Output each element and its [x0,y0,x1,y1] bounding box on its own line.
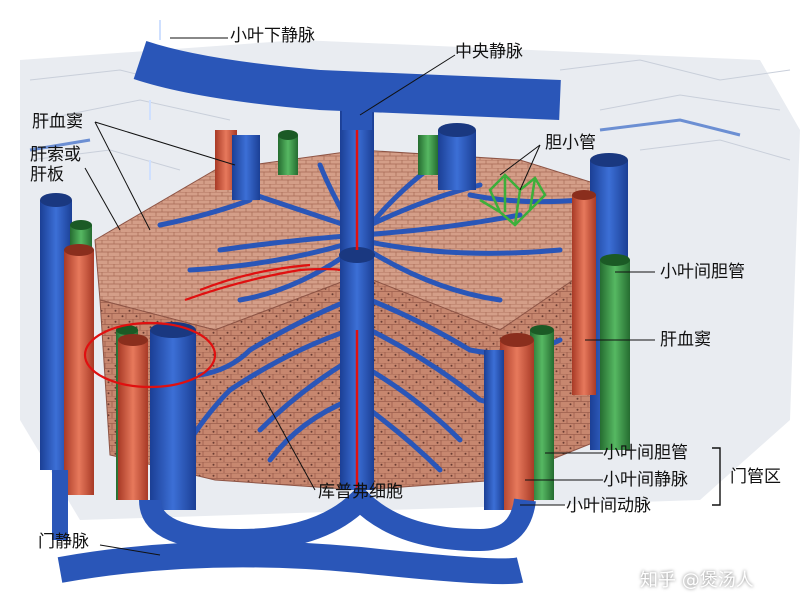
label-hepatic-cord: 肝索或 肝板 [30,145,81,185]
label-sinusoid-top: 肝血窦 [32,112,83,132]
label-interlobular-artery: 小叶间动脉 [566,496,651,516]
label-sublobular-vein: 小叶下静脉 [230,26,315,46]
watermark: 知乎 @煲汤人 [640,570,754,591]
label-central-vein: 中央静脉 [455,42,523,62]
portal-triad-top-left [215,130,298,200]
portal-triad-left-back [40,193,94,495]
portal-triad-right-front [484,325,554,510]
label-bile-canaliculus: 胆小管 [545,133,596,153]
leader-lines [84,37,655,556]
red-annotation-marks [83,263,341,389]
label-kupffer-cell: 库普弗细胞 [318,482,403,502]
portal-triad-top-right [418,123,476,190]
central-vein [339,110,375,490]
label-sinusoid-right: 肝血窦 [660,330,711,350]
portal-area-bracket [712,447,721,506]
label-hepatic-cord-line1: 肝索或 [30,145,81,165]
sublobular-vein [118,10,561,210]
label-portal-vein: 门静脉 [38,532,89,552]
label-interlobular-bile-duct-right: 小叶间胆管 [660,262,745,282]
label-hepatic-cord-line2: 肝板 [30,165,64,185]
portal-vein [52,470,536,585]
portal-triad-left-front [116,322,196,510]
bile-canaliculi [479,173,547,227]
label-portal-area: 门管区 [730,467,781,487]
label-interlobular-vein: 小叶间静脉 [603,470,688,490]
label-interlobular-bile-duct: 小叶间胆管 [603,443,688,463]
portal-triad-right [572,153,630,450]
